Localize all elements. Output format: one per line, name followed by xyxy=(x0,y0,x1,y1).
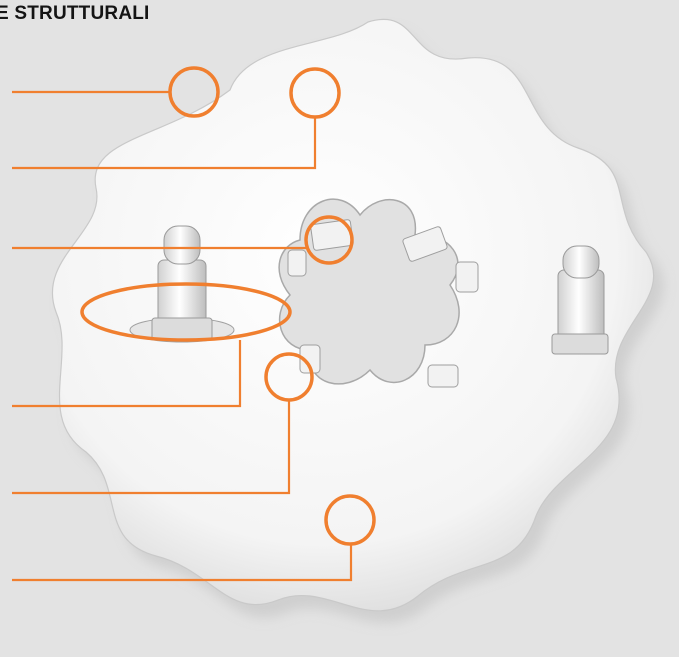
callout-4-leader xyxy=(12,340,242,408)
callout-2 xyxy=(12,67,341,170)
callout-4 xyxy=(12,282,292,408)
callouts xyxy=(12,66,376,582)
callout-1-marker xyxy=(168,66,220,118)
callout-6-leader xyxy=(12,544,353,582)
callout-5-leader xyxy=(12,400,291,495)
callout-3-marker xyxy=(304,215,354,265)
callout-4-marker xyxy=(80,282,292,342)
callout-5-marker xyxy=(264,352,314,402)
hole-lugs xyxy=(287,219,479,388)
callout-6 xyxy=(12,494,376,582)
callout-5 xyxy=(12,352,314,495)
right-bolt xyxy=(551,245,609,355)
callout-2-marker xyxy=(289,67,341,119)
callout-3 xyxy=(12,215,354,265)
page-title: E STRUTTURALI xyxy=(0,3,150,24)
callout-1 xyxy=(12,66,220,118)
callout-2-leader xyxy=(12,117,317,170)
left-bolt xyxy=(129,225,235,343)
callout-6-marker xyxy=(324,494,376,546)
